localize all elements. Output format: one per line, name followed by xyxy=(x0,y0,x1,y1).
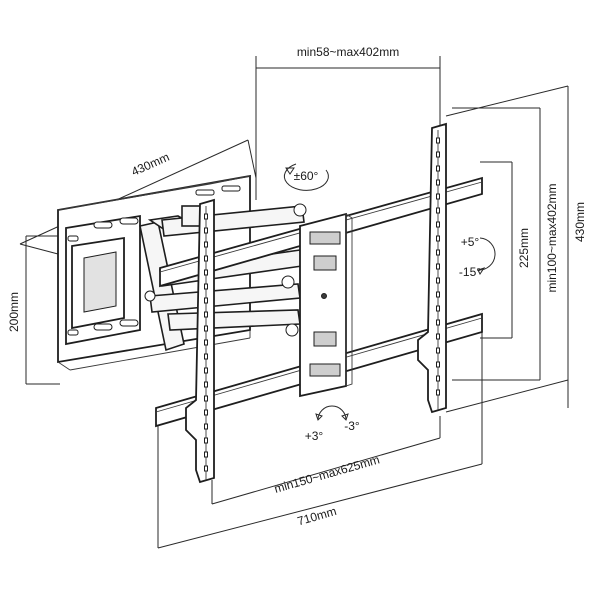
slot-hole xyxy=(436,291,440,298)
slot-hole xyxy=(204,451,208,458)
slot-hole xyxy=(436,179,440,186)
slot-hole xyxy=(204,227,208,234)
rotation-symbol xyxy=(315,405,349,421)
dimension-lines xyxy=(19,56,569,549)
slot-hole xyxy=(204,367,208,374)
slot-hole xyxy=(436,249,440,256)
slot-hole xyxy=(436,319,440,326)
slot-hole xyxy=(436,389,440,396)
slot-hole xyxy=(436,333,440,340)
slot-hole xyxy=(436,151,440,158)
depth-label: min58~max402mm xyxy=(297,45,399,59)
vertical-arm-holes xyxy=(204,137,440,472)
slot-hole xyxy=(436,207,440,214)
slot-hole xyxy=(204,395,208,402)
tilt-symbol xyxy=(477,237,496,275)
slot-hole xyxy=(204,437,208,444)
slot-hole xyxy=(204,353,208,360)
wall-plate-width-label: 430mm xyxy=(129,150,171,179)
slot-hole xyxy=(204,213,208,220)
rotate-right-label: -3° xyxy=(344,419,360,433)
slot-hole xyxy=(204,423,208,430)
slot-hole xyxy=(436,361,440,368)
slot-hole xyxy=(436,305,440,312)
slot-hole xyxy=(204,255,208,262)
slot-hole xyxy=(204,283,208,290)
tilt-up-label: +5° xyxy=(461,235,480,249)
slot-hole xyxy=(204,269,208,276)
slot-hole xyxy=(436,235,440,242)
slot-hole xyxy=(436,347,440,354)
slot-hole xyxy=(204,311,208,318)
wall-plate-height-label: 200mm xyxy=(7,292,21,332)
slot-hole xyxy=(436,375,440,382)
vesa-vertical-label: min100~max402mm xyxy=(545,183,559,292)
slot-hole xyxy=(436,193,440,200)
slot-hole xyxy=(436,263,440,270)
slot-hole xyxy=(436,221,440,228)
vesa-horizontal-label: min150~max625mm xyxy=(273,452,382,496)
slot-hole xyxy=(204,325,208,332)
slot-hole xyxy=(204,381,208,388)
centre-plate xyxy=(299,212,353,398)
slot-hole xyxy=(204,339,208,346)
swivel-label: ±60° xyxy=(294,169,319,183)
slot-hole xyxy=(204,465,208,472)
slot-hole xyxy=(436,165,440,172)
slot-hole xyxy=(436,277,440,284)
slot-hole xyxy=(204,241,208,248)
tilt-down-label: -15° xyxy=(459,265,481,279)
slot-hole xyxy=(204,297,208,304)
vertical-span-label: 225mm xyxy=(517,228,531,268)
swivel-symbol xyxy=(283,163,329,191)
overall-width-label: 710mm xyxy=(296,504,338,528)
slot-hole xyxy=(204,409,208,416)
rotate-left-label: +3° xyxy=(305,429,324,443)
overall-height-label: 430mm xyxy=(573,202,587,242)
slot-hole xyxy=(436,137,440,144)
vertical-arm-right xyxy=(417,122,447,414)
